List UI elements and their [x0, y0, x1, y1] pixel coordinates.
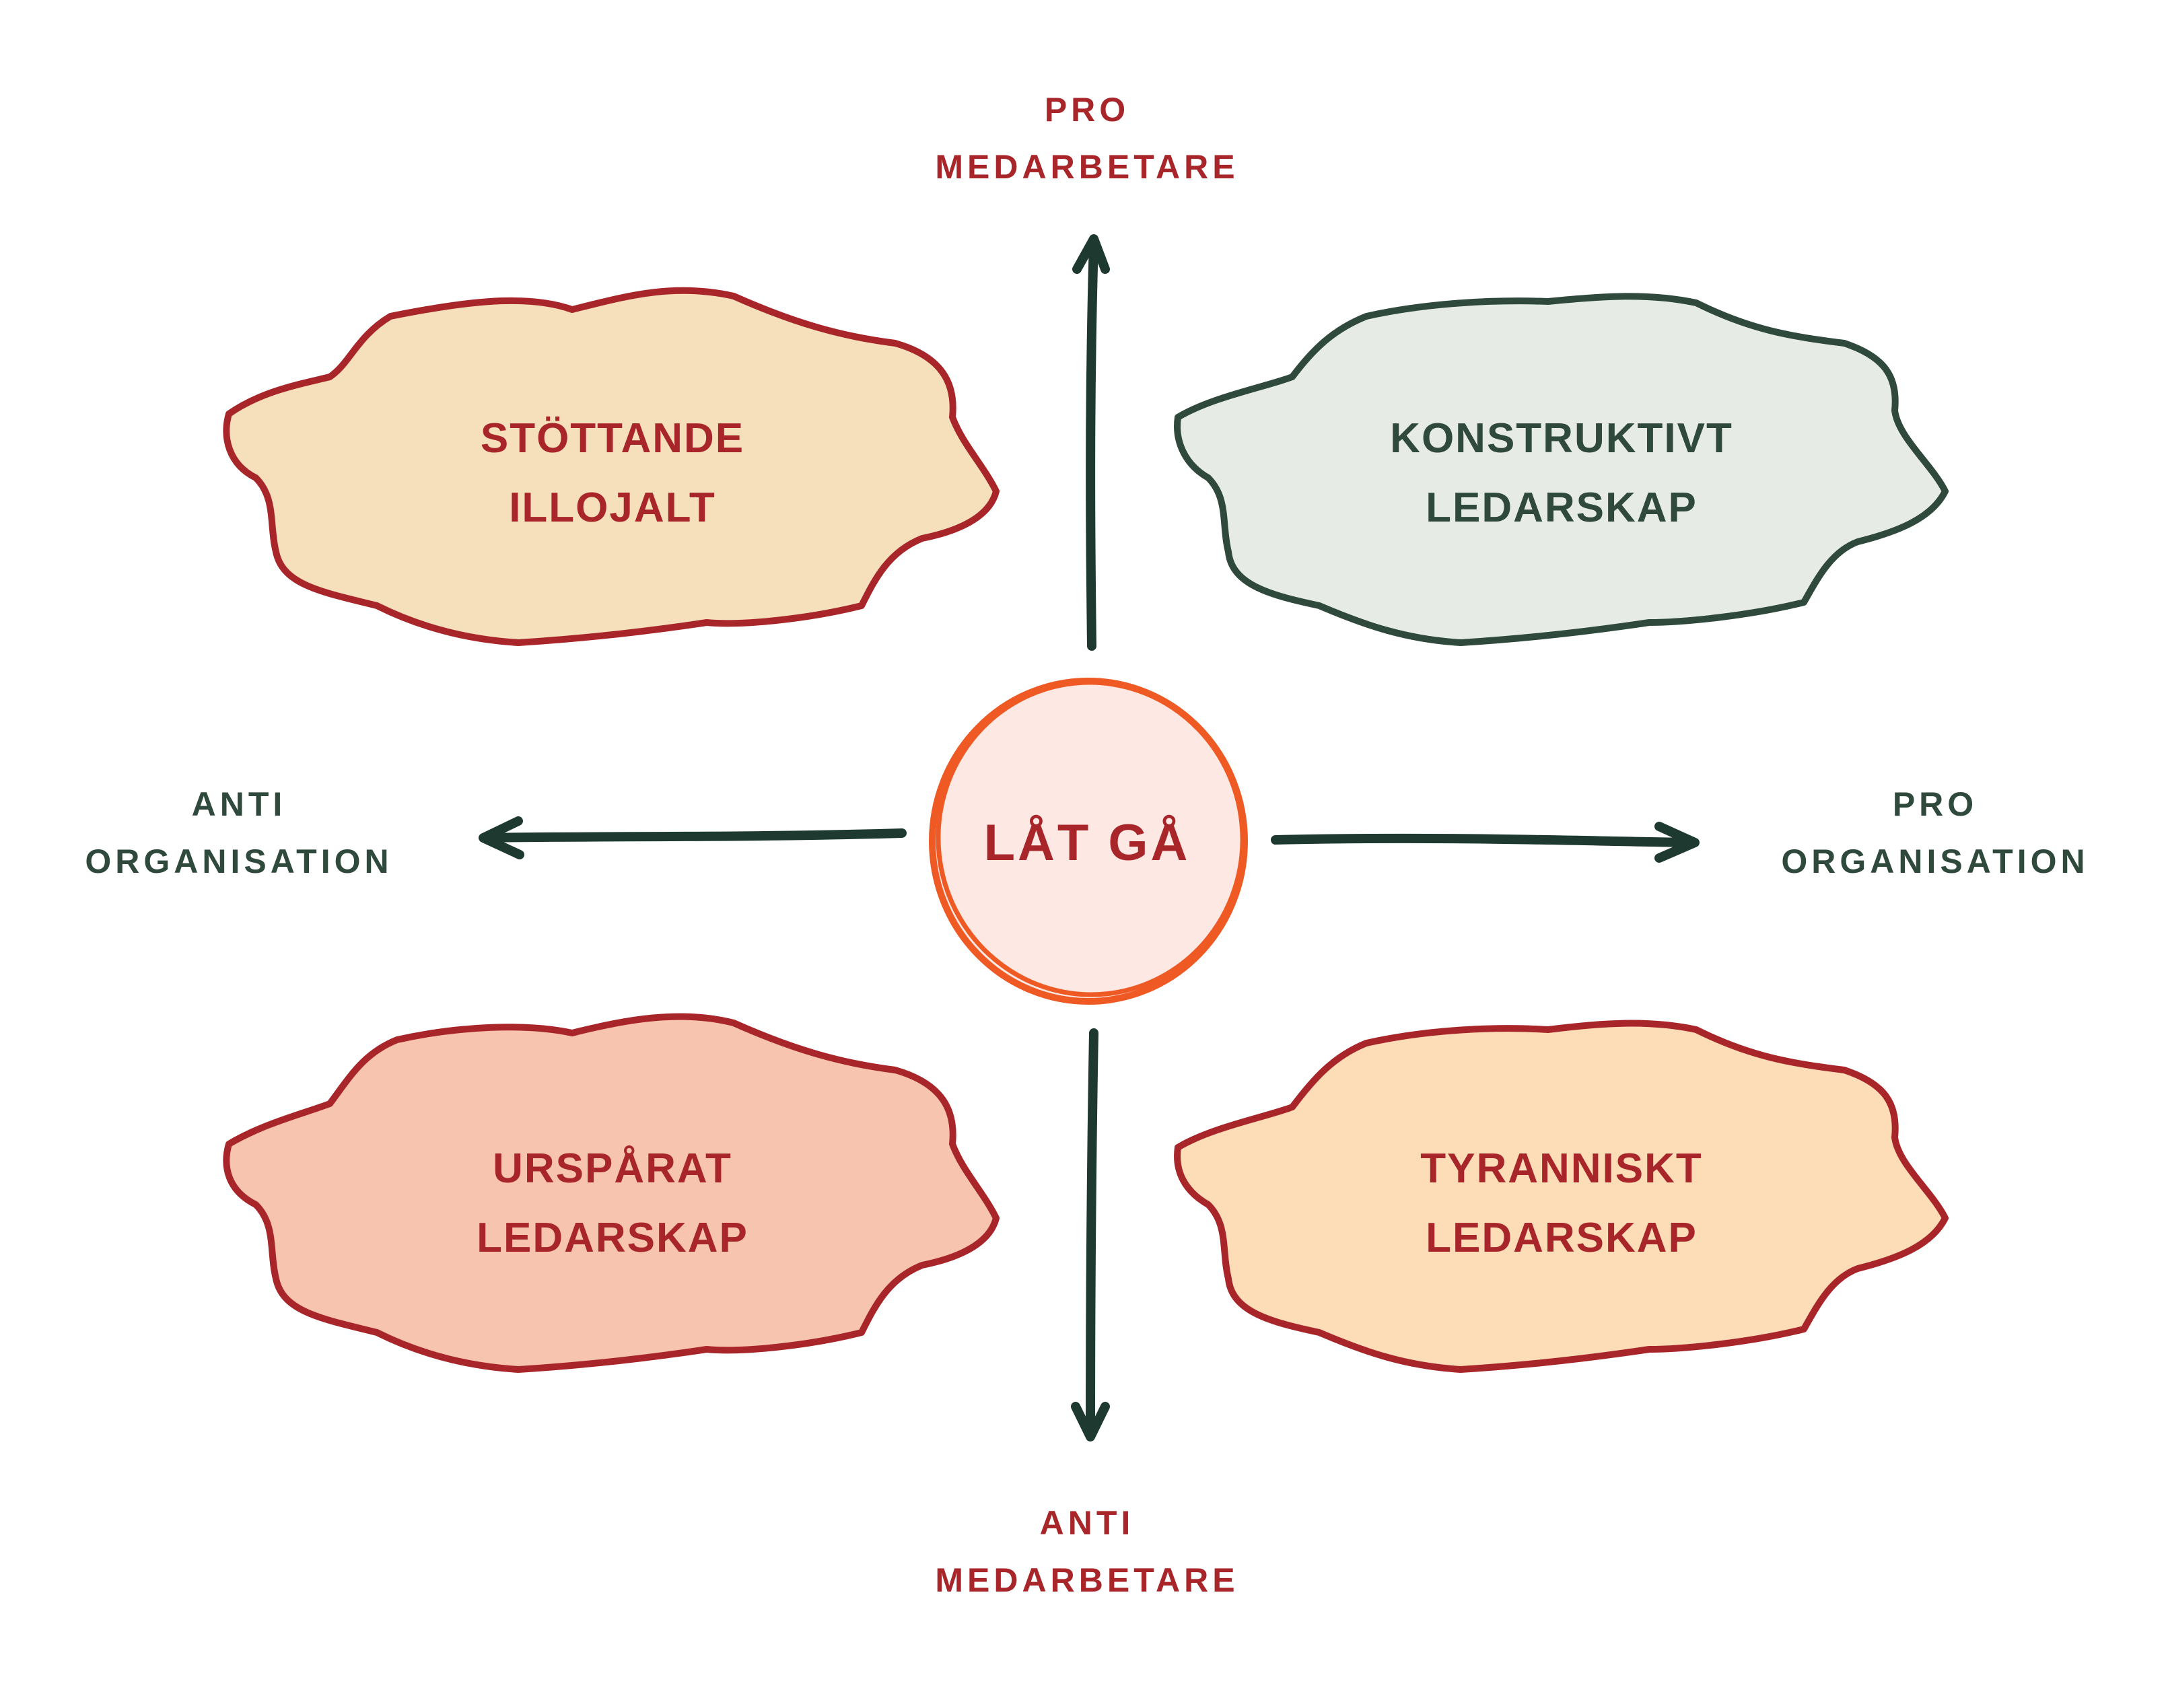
arrow-down [1071, 1028, 1110, 1442]
axis-left-line1: ANTI [192, 785, 287, 823]
arrow-left [479, 816, 907, 859]
axis-right-line2: ORGANISATION [1781, 843, 2089, 880]
cloud-bottom-right [1174, 1020, 1949, 1373]
quadrant-top-left-line2: ILLOJALT [509, 485, 716, 531]
axis-top-line1: PRO [1045, 91, 1129, 129]
quadrant-bottom-right-line2: LEDARSKAP [1426, 1215, 1698, 1261]
axis-right-line1: PRO [1893, 785, 1978, 823]
axis-bottom-line2: MEDARBETARE [935, 1561, 1238, 1599]
quadrant-bottom-right-line1: TYRANNISKT [1420, 1145, 1703, 1192]
center-label: LÅT GÅ [984, 814, 1191, 871]
cloud-bottom-left [223, 1013, 1000, 1373]
axis-top-line2: MEDARBETARE [935, 148, 1238, 186]
arrow-up [1072, 234, 1110, 651]
center-circle [929, 678, 1248, 1005]
cloud-top-right [1174, 293, 1949, 646]
axis-bottom-line1: ANTI [1040, 1504, 1135, 1542]
quadrant-bottom-left-line1: URSPÅRAT [493, 1145, 732, 1192]
axis-left-line2: ORGANISATION [85, 843, 392, 880]
arrow-right [1271, 822, 1700, 863]
quadrant-top-right-line1: KONSTRUKTIVT [1390, 415, 1733, 462]
quadrant-top-right-line2: LEDARSKAP [1426, 485, 1698, 531]
quadrant-top-left-line1: STÖTTANDE [481, 415, 744, 462]
cloud-top-left [223, 287, 1000, 646]
quadrant-bottom-left-line2: LEDARSKAP [477, 1215, 748, 1261]
